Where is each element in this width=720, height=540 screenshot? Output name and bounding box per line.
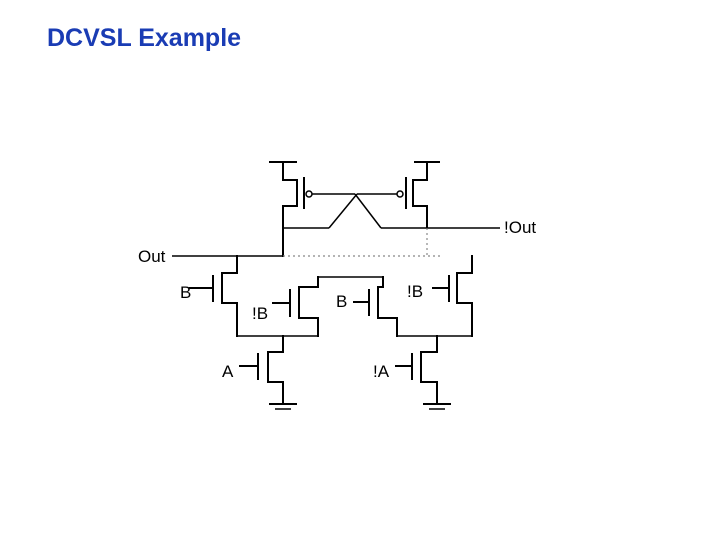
pmos-right <box>396 161 440 229</box>
label-b-right: B <box>336 292 347 311</box>
nmos-notb-left <box>272 276 383 337</box>
nmos-notb-right <box>432 272 473 337</box>
pmos-left <box>269 161 313 257</box>
right-junction <box>397 335 472 353</box>
label-not-b-right: !B <box>407 282 423 301</box>
nmos-not-a <box>395 351 438 405</box>
not-out-net <box>426 227 500 256</box>
nmos-b-right <box>353 276 398 337</box>
nmos-b-left <box>189 272 238 337</box>
left-junction <box>237 335 318 353</box>
label-not-b-left: !B <box>252 304 268 323</box>
out-net <box>172 255 473 274</box>
label-not-a: !A <box>373 362 390 381</box>
ground-right <box>423 403 451 410</box>
slide-title: DCVSL Example <box>47 24 242 52</box>
label-a: A <box>222 362 234 381</box>
label-out: Out <box>138 247 166 266</box>
cross-coupling <box>283 193 427 229</box>
label-b-left: B <box>180 283 191 302</box>
nmos-a <box>239 351 284 405</box>
ground-left <box>269 403 297 410</box>
label-not-out: !Out <box>504 218 536 237</box>
